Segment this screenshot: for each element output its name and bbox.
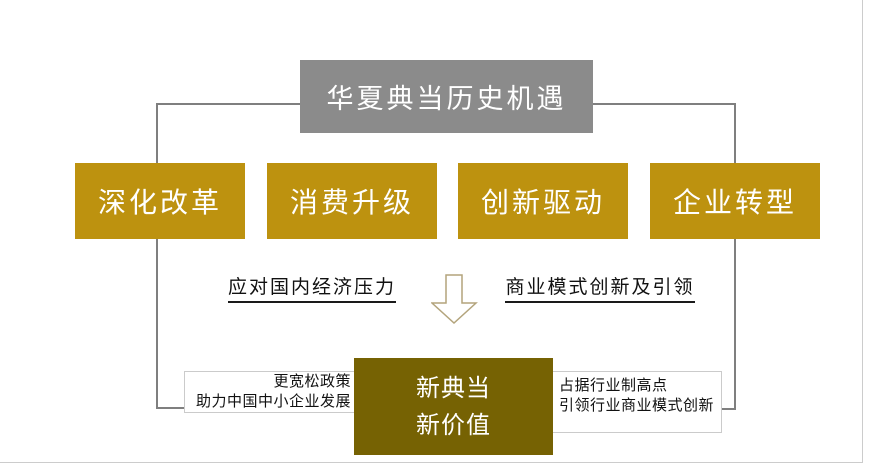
outcome-right-box: 占据行业制高点 引领行业商业模式创新: [548, 371, 722, 433]
pillar-label: 深化改革: [97, 187, 222, 218]
outcome-right-line2: 引领行业商业模式创新: [559, 397, 715, 414]
outcome-left-line2: 助力中国中小企业发展: [195, 393, 351, 410]
note-business-model: 商业模式创新及引领: [502, 277, 698, 303]
outcome-center-line2: 新价值: [416, 411, 491, 439]
frame-line-bottom-right-connector: [722, 408, 736, 410]
outcome-left-line1: 更宽松政策: [273, 373, 351, 390]
outcome-left-box: 更宽松政策 助力中国中小企业发展: [184, 371, 360, 413]
outcome-right-line1: 占据行业制高点: [559, 377, 668, 394]
pillar-box-innovation: 创新驱动: [458, 163, 628, 239]
title-box: 华夏典当历史机遇: [300, 60, 593, 133]
frame-line-left-vertical: [156, 103, 158, 408]
pillar-label: 创新驱动: [480, 187, 605, 218]
frame-line-top-right: [593, 103, 736, 105]
note-text: 应对国内经济压力: [227, 277, 396, 303]
note-domestic-pressure: 应对国内经济压力: [224, 277, 400, 303]
pillar-label: 企业转型: [672, 187, 797, 218]
pillar-box-transformation: 企业转型: [650, 163, 820, 239]
outcome-center-box: 新典当 新价值: [354, 358, 553, 455]
pillar-box-consumption: 消费升级: [267, 163, 437, 239]
outcome-center-line1: 新典当: [416, 374, 491, 402]
frame-line-bottom-left-connector: [156, 407, 186, 409]
pillar-box-reform: 深化改革: [75, 163, 245, 239]
note-text: 商业模式创新及引领: [505, 277, 695, 303]
frame-line-top-left: [156, 103, 302, 105]
frame-line-right-vertical: [734, 103, 736, 410]
down-arrow-icon: [430, 274, 478, 325]
page-title: 华夏典当历史机遇: [326, 84, 567, 114]
pillar-label: 消费升级: [289, 187, 414, 218]
